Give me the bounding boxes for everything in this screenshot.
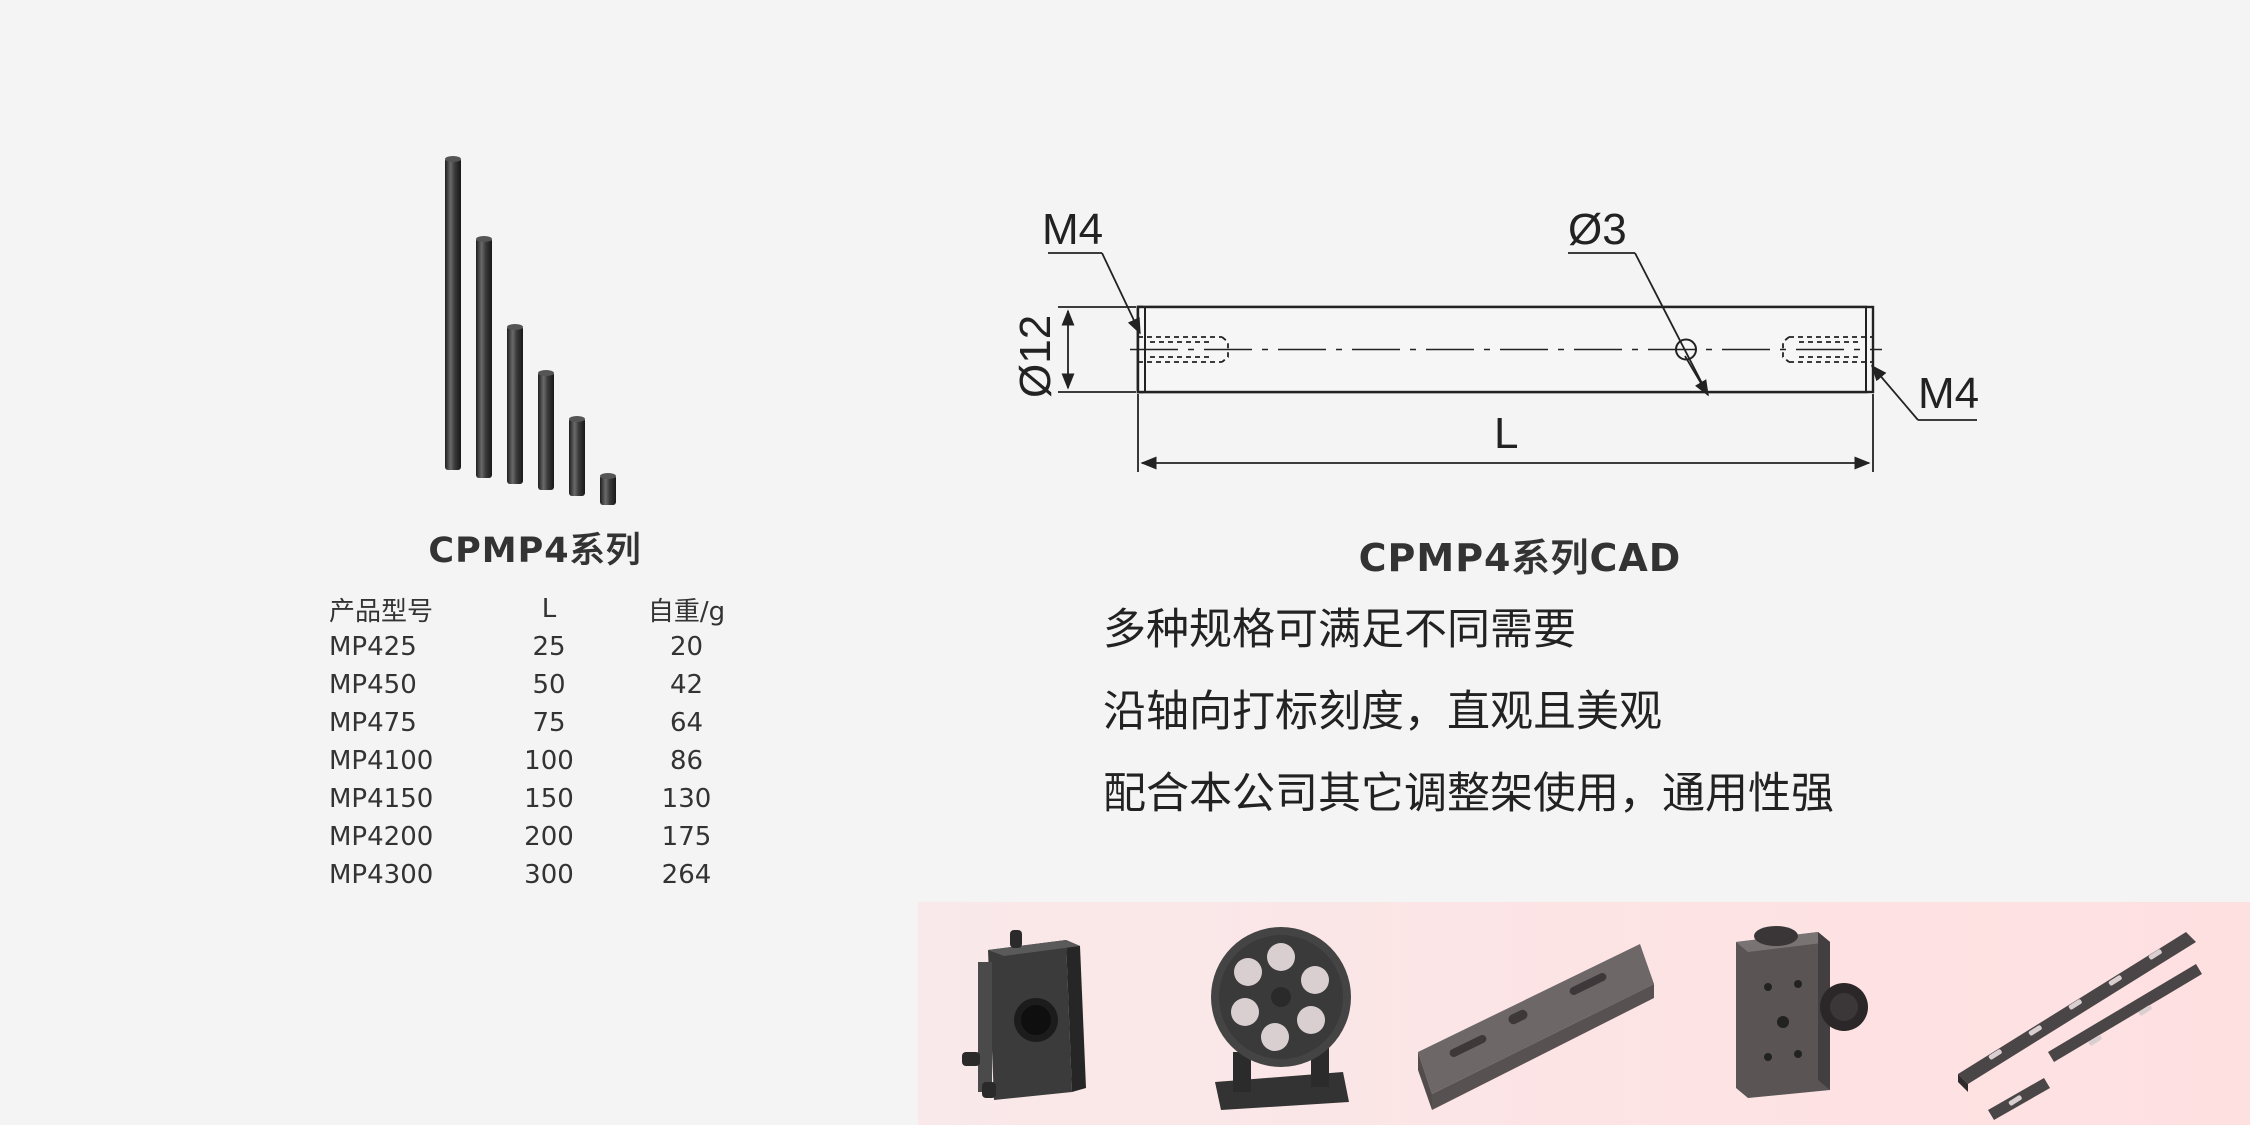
length-cell: 50: [532, 670, 566, 700]
rod: [507, 324, 523, 484]
post-clamp-icon: [1736, 926, 1868, 1098]
length-label: L: [1494, 409, 1518, 458]
length-cell: 100: [524, 746, 574, 776]
table-header-row: 产品型号 L 自重/g: [325, 590, 764, 628]
rod-set-photo: [445, 156, 616, 505]
feature-list: 多种规格可满足不同需要 沿轴向打标刻度，直观且美观 配合本公司其它调整架使用，通…: [1103, 600, 1834, 846]
feature-item: 配合本公司其它调整架使用，通用性强: [1103, 769, 1834, 819]
right-thread-hole: [1782, 336, 1873, 363]
slotted-bar-icon: [1958, 932, 2202, 1120]
table-row: MP475 75 64: [325, 704, 764, 742]
feature-item: 沿轴向打标刻度，直观且美观: [1103, 687, 1662, 737]
weight-cell: 264: [661, 860, 712, 890]
rod: [476, 236, 492, 478]
table-row: MP450 50 42: [325, 666, 764, 704]
weight-cell: 86: [669, 746, 704, 776]
length-cell: 300: [524, 860, 574, 890]
rod: [569, 416, 585, 496]
rod: [600, 473, 616, 505]
rod-diameter-label: Ø12: [1011, 315, 1060, 398]
model-cell: MP4150: [329, 784, 434, 814]
weight-cell: 64: [669, 708, 704, 738]
spec-table: 产品型号 L 自重/g MP425 25 20 MP450 50 42 MP47…: [325, 590, 764, 894]
table-row: MP4200 200 175: [325, 818, 764, 856]
series-title: CPMP4系列: [428, 531, 642, 571]
table-row: MP425 25 20: [325, 628, 764, 666]
model-cell: MP425: [329, 632, 417, 662]
cad-title: CPMP4系列CAD: [1358, 536, 1682, 580]
length-cell: 200: [524, 822, 574, 852]
slotted-plate-icon: [1418, 944, 1654, 1110]
table-row: MP4300 300 264: [325, 856, 764, 894]
hole-diameter-label: Ø3: [1568, 205, 1627, 254]
weight-cell: 20: [669, 632, 704, 662]
column-header: 自重/g: [647, 596, 726, 627]
cad-drawing: M4 Ø3 M4 Ø12 L: [1011, 205, 1979, 472]
model-cell: MP4200: [329, 822, 434, 852]
length-cell: 75: [532, 708, 566, 738]
kinematic-mount-icon: [962, 930, 1086, 1100]
thread-label-left: M4: [1042, 205, 1103, 254]
model-cell: MP450: [329, 670, 417, 700]
length-cell: 25: [532, 632, 566, 662]
left-thread-hole: [1138, 336, 1229, 363]
filter-wheel-icon: [1211, 927, 1351, 1110]
table-row: MP4100 100 86: [325, 742, 764, 780]
weight-cell: 42: [669, 670, 704, 700]
column-header: 产品型号: [329, 596, 434, 627]
feature-item: 多种规格可满足不同需要: [1103, 605, 1576, 655]
model-cell: MP475: [329, 708, 417, 738]
weight-cell: 130: [661, 784, 712, 814]
length-cell: 150: [524, 784, 574, 814]
rod: [445, 156, 461, 470]
column-header: L: [541, 594, 557, 624]
table-row: MP4150 150 130: [325, 780, 764, 818]
thread-label-right: M4: [1918, 369, 1979, 418]
model-cell: MP4100: [329, 746, 434, 776]
cross-hole: [1675, 338, 1697, 361]
accessory-strip: [918, 902, 2250, 1125]
model-cell: MP4300: [329, 860, 434, 890]
weight-cell: 175: [661, 822, 712, 852]
rod: [538, 370, 554, 490]
